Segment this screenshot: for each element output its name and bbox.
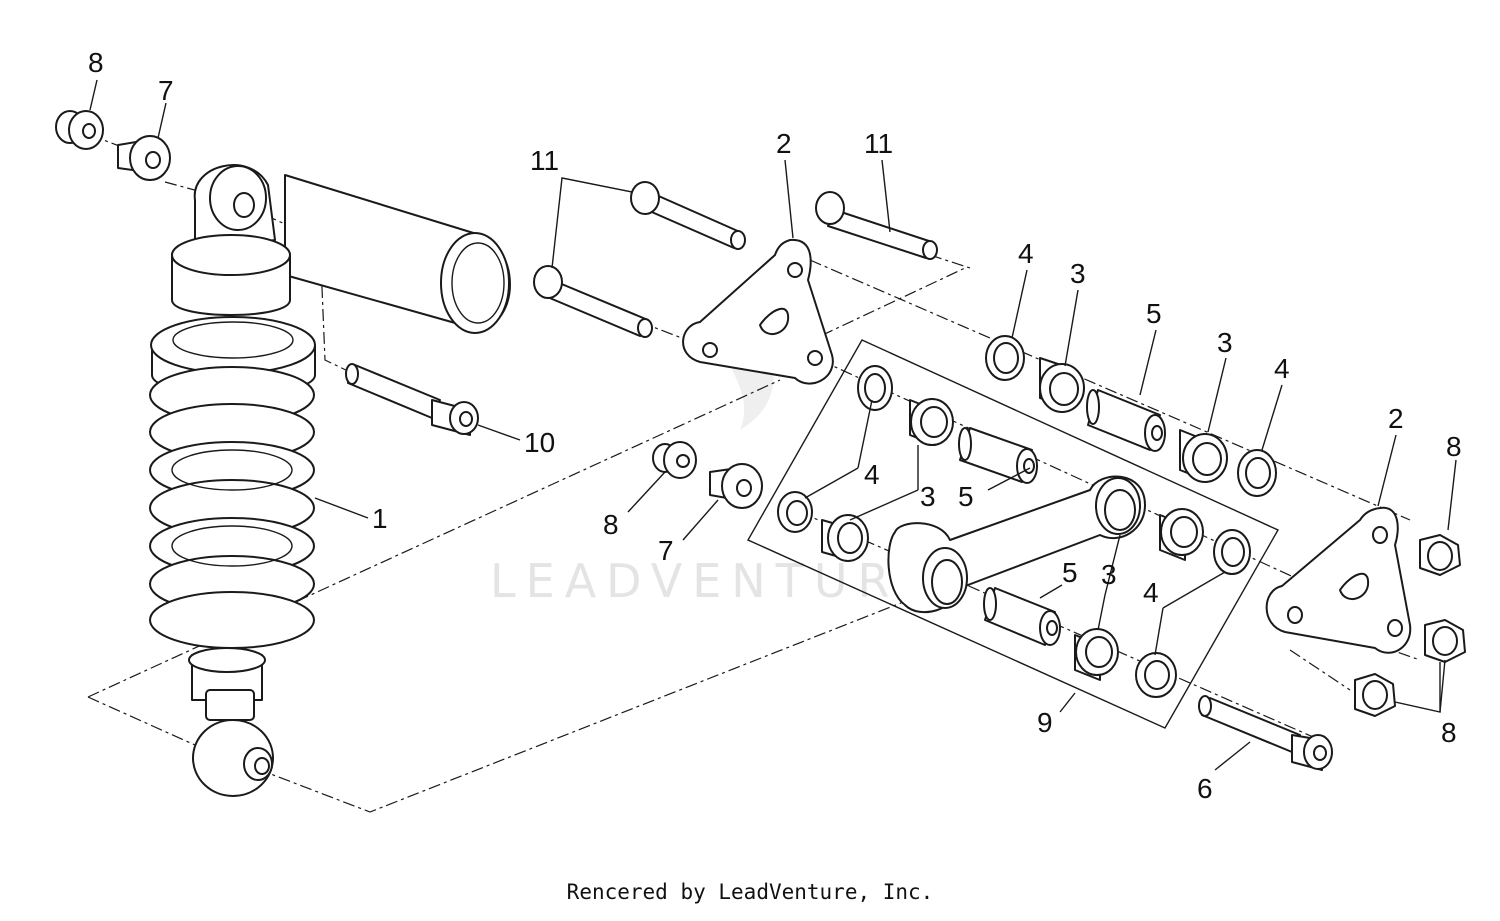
seal-right-upper[interactable]: [1237, 449, 1277, 497]
top-washer[interactable]: [117, 135, 171, 181]
dog-bone-link[interactable]: [887, 475, 1146, 614]
callout-bushing-linkage: 3: [920, 481, 936, 512]
lower-bolt[interactable]: [1198, 695, 1333, 771]
callout-linkage-assembly: 9: [1037, 707, 1053, 738]
spacer-linkage-top[interactable]: [958, 427, 1038, 484]
callout-bushing-upper-right: 3: [1217, 327, 1233, 358]
spacer-linkage-bottom[interactable]: [983, 587, 1061, 646]
callout-seal-linkage-bottom: 4: [1143, 577, 1159, 608]
link-plate-right[interactable]: [1265, 506, 1412, 654]
right-nut-middle[interactable]: [1424, 619, 1466, 663]
seal-inside-top[interactable]: [857, 365, 893, 411]
watermark-text: LEADVENTURE: [490, 554, 939, 608]
callout-single-bolt: 11: [864, 128, 893, 159]
callout-shock-bolt: 10: [524, 427, 555, 458]
callout-nut-middle: 8: [603, 509, 619, 540]
right-nut-top[interactable]: [1419, 534, 1461, 576]
shock-absorber[interactable]: [149, 164, 511, 797]
bushing-linkage-top[interactable]: [909, 398, 954, 446]
bushing-upper-row-right[interactable]: [1179, 429, 1228, 483]
middle-nut[interactable]: [652, 441, 697, 479]
callout-bolt-pair: 11: [530, 145, 559, 176]
bushing-linkage-bottom[interactable]: [1074, 628, 1119, 681]
middle-washer[interactable]: [709, 463, 763, 509]
bolt-pair[interactable]: [533, 181, 746, 338]
callout-shock-absorber: 1: [372, 503, 388, 534]
callout-washer-middle: 7: [658, 535, 674, 566]
callout-labels: 8 7 1 10 11 2 11 4 3 5 3 4 2 8 8 4 3 5 8…: [88, 47, 1462, 804]
callout-lower-bolt: 6: [1197, 773, 1213, 804]
leader-lines: [89, 79, 1457, 771]
callout-spacer-upper: 5: [1146, 298, 1162, 329]
top-nut[interactable]: [55, 110, 104, 150]
callout-seal-right-upper: 4: [1274, 353, 1290, 384]
callout-nut-right-bottom: 8: [1441, 717, 1457, 748]
seal-upper-row[interactable]: [985, 335, 1025, 381]
footer-credit: Rencered by LeadVenture, Inc.: [566, 880, 934, 904]
seal-linkage-right[interactable]: [1213, 529, 1251, 575]
callout-link-plate-upper: 2: [776, 128, 792, 159]
linkage-assembly-frame: [747, 339, 1279, 729]
callout-bushing-linkage-bottom: 3: [1101, 559, 1117, 590]
callout-nut-top: 8: [88, 47, 104, 78]
callout-seal-linkage: 4: [864, 459, 880, 490]
spring-coils: [149, 366, 315, 649]
callout-bushing-upper-left: 3: [1070, 258, 1086, 289]
link-plate-upper[interactable]: [682, 238, 834, 385]
shock-bolt[interactable]: [345, 363, 479, 436]
single-bolt[interactable]: [815, 191, 938, 260]
seal-inside-bottom[interactable]: [777, 491, 813, 533]
seal-linkage-bottom[interactable]: [1135, 652, 1177, 698]
callout-spacer-linkage-top: 5: [958, 481, 974, 512]
callout-spacer-linkage-bottom: 5: [1062, 557, 1078, 588]
bushing-linkage-left[interactable]: [821, 514, 869, 562]
callout-nut-right-top: 8: [1446, 431, 1462, 462]
right-nut-bottom[interactable]: [1354, 673, 1396, 717]
callout-washer-top: 7: [158, 75, 174, 106]
spacer-upper-row[interactable]: [1086, 389, 1166, 452]
callout-seal-upper: 4: [1018, 238, 1034, 269]
callout-link-plate-right: 2: [1388, 403, 1404, 434]
bushing-upper-row-left[interactable]: [1039, 357, 1085, 413]
bushing-linkage-right[interactable]: [1159, 508, 1204, 561]
